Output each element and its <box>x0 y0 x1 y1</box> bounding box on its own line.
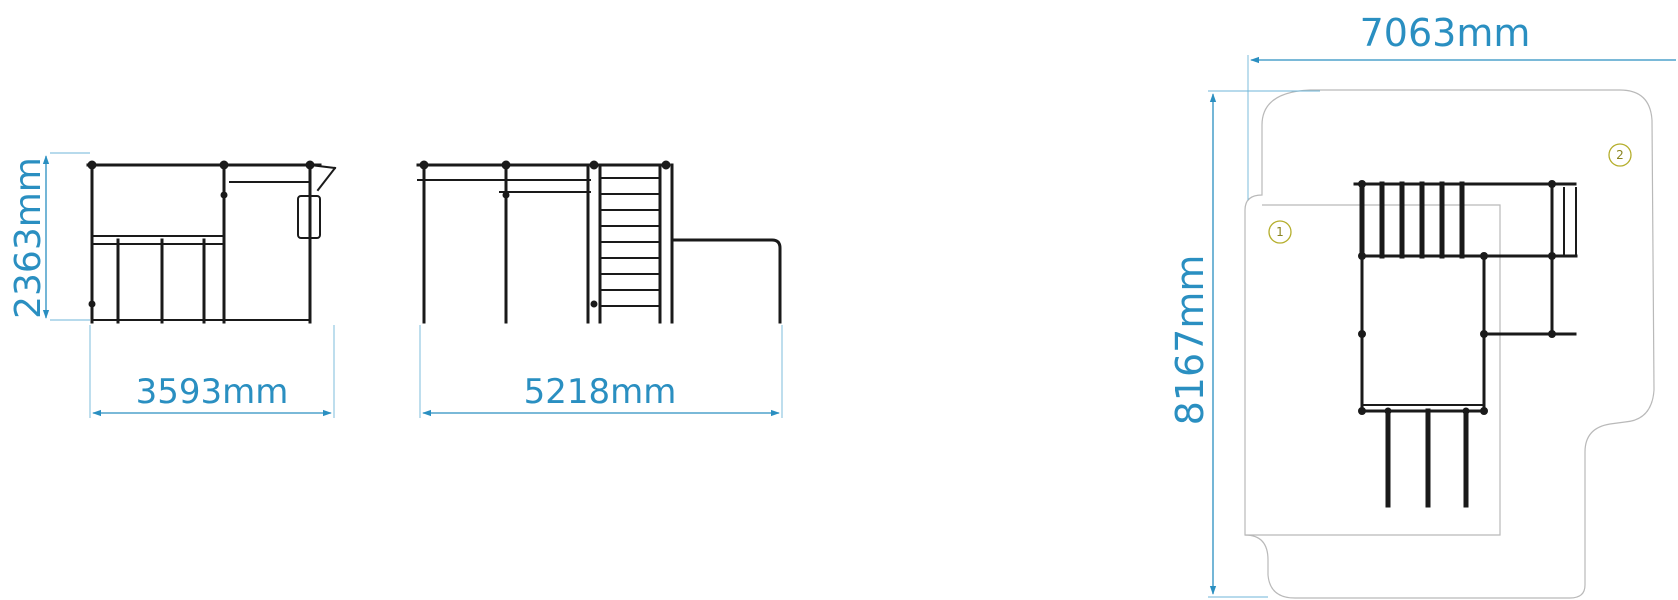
front-width-label: 3593mm <box>136 372 289 412</box>
plan-width-dimension: 7063mm <box>1247 11 1676 200</box>
plan-view: 1 2 7063mm 8167mm <box>1168 11 1676 599</box>
safety-zone-outline <box>1244 89 1655 599</box>
side-view-frame <box>416 160 782 324</box>
front-height-dimension: 2363mm <box>8 152 90 321</box>
callout-1-label: 1 <box>1276 225 1284 239</box>
plan-depth-label: 8167mm <box>1168 255 1212 426</box>
side-width-dimension: 5218mm <box>419 325 783 418</box>
callout-2-label: 2 <box>1616 148 1624 162</box>
front-width-dimension: 3593mm <box>89 325 335 418</box>
front-height-label: 2363mm <box>8 157 49 319</box>
side-width-label: 5218mm <box>524 372 677 412</box>
side-view: 5218mm <box>416 160 783 418</box>
front-view: 2363mm 3593mm <box>8 152 337 418</box>
plan-depth-dimension: 8167mm <box>1168 90 1320 598</box>
callout-1: 1 <box>1268 220 1292 244</box>
plan-width-label: 7063mm <box>1360 11 1531 55</box>
front-view-frame <box>86 160 337 324</box>
callout-2: 2 <box>1608 143 1632 167</box>
plan-view-frame <box>1353 180 1578 508</box>
